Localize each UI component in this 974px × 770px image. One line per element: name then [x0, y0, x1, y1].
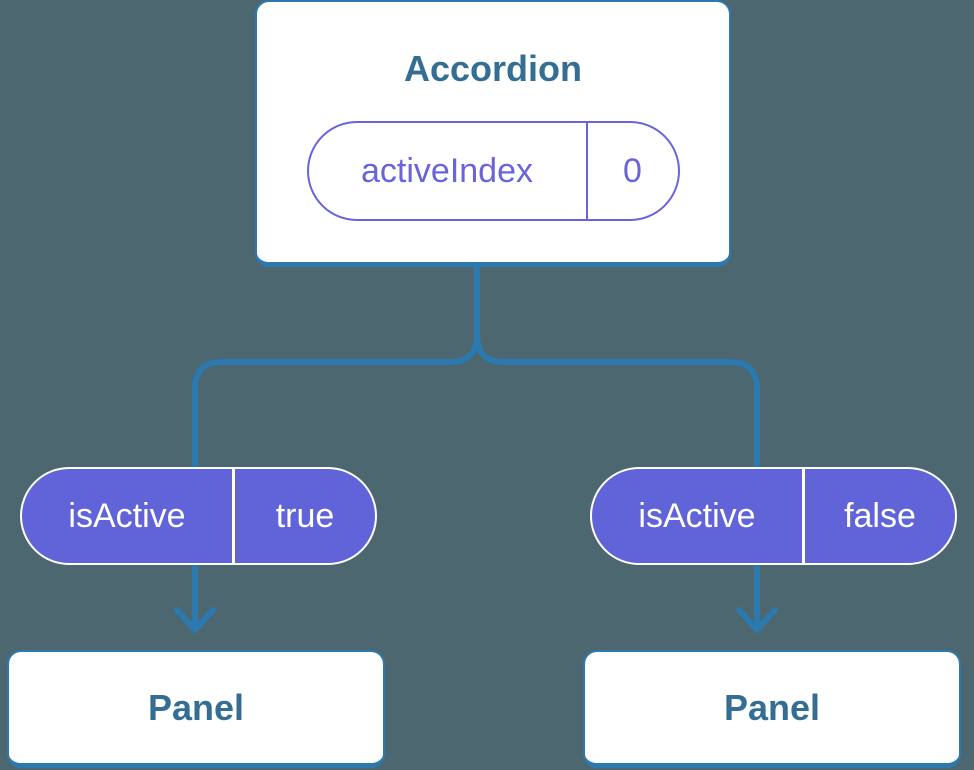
accordion-title: Accordion	[403, 48, 582, 89]
arrow-down-right-icon	[736, 607, 778, 633]
state-pill-divider	[585, 123, 588, 219]
panel-title: Panel	[147, 686, 245, 728]
connector-left-line	[192, 259, 480, 629]
panel-component-card-left: Panel	[7, 650, 385, 768]
prop-pill-divider	[802, 469, 805, 563]
state-key-label: activeIndex	[361, 151, 533, 190]
prop-value-label: true	[275, 496, 335, 535]
prop-value-label: false	[844, 496, 916, 535]
prop-pill-left: isActive true	[20, 467, 377, 565]
arrow-down-left-icon	[174, 607, 216, 633]
state-pill: activeIndex 0	[306, 121, 680, 221]
state-value-label: 0	[623, 151, 642, 190]
panel-component-card-right: Panel	[583, 650, 961, 768]
accordion-component-card: Accordion activeIndex 0	[255, 0, 731, 267]
prop-name-label: isActive	[68, 496, 186, 535]
prop-pill-divider	[232, 469, 235, 563]
prop-name-label: isActive	[638, 496, 756, 535]
prop-pill-right: isActive false	[590, 467, 957, 565]
panel-title: Panel	[723, 686, 821, 728]
connector-right-line	[474, 259, 760, 629]
